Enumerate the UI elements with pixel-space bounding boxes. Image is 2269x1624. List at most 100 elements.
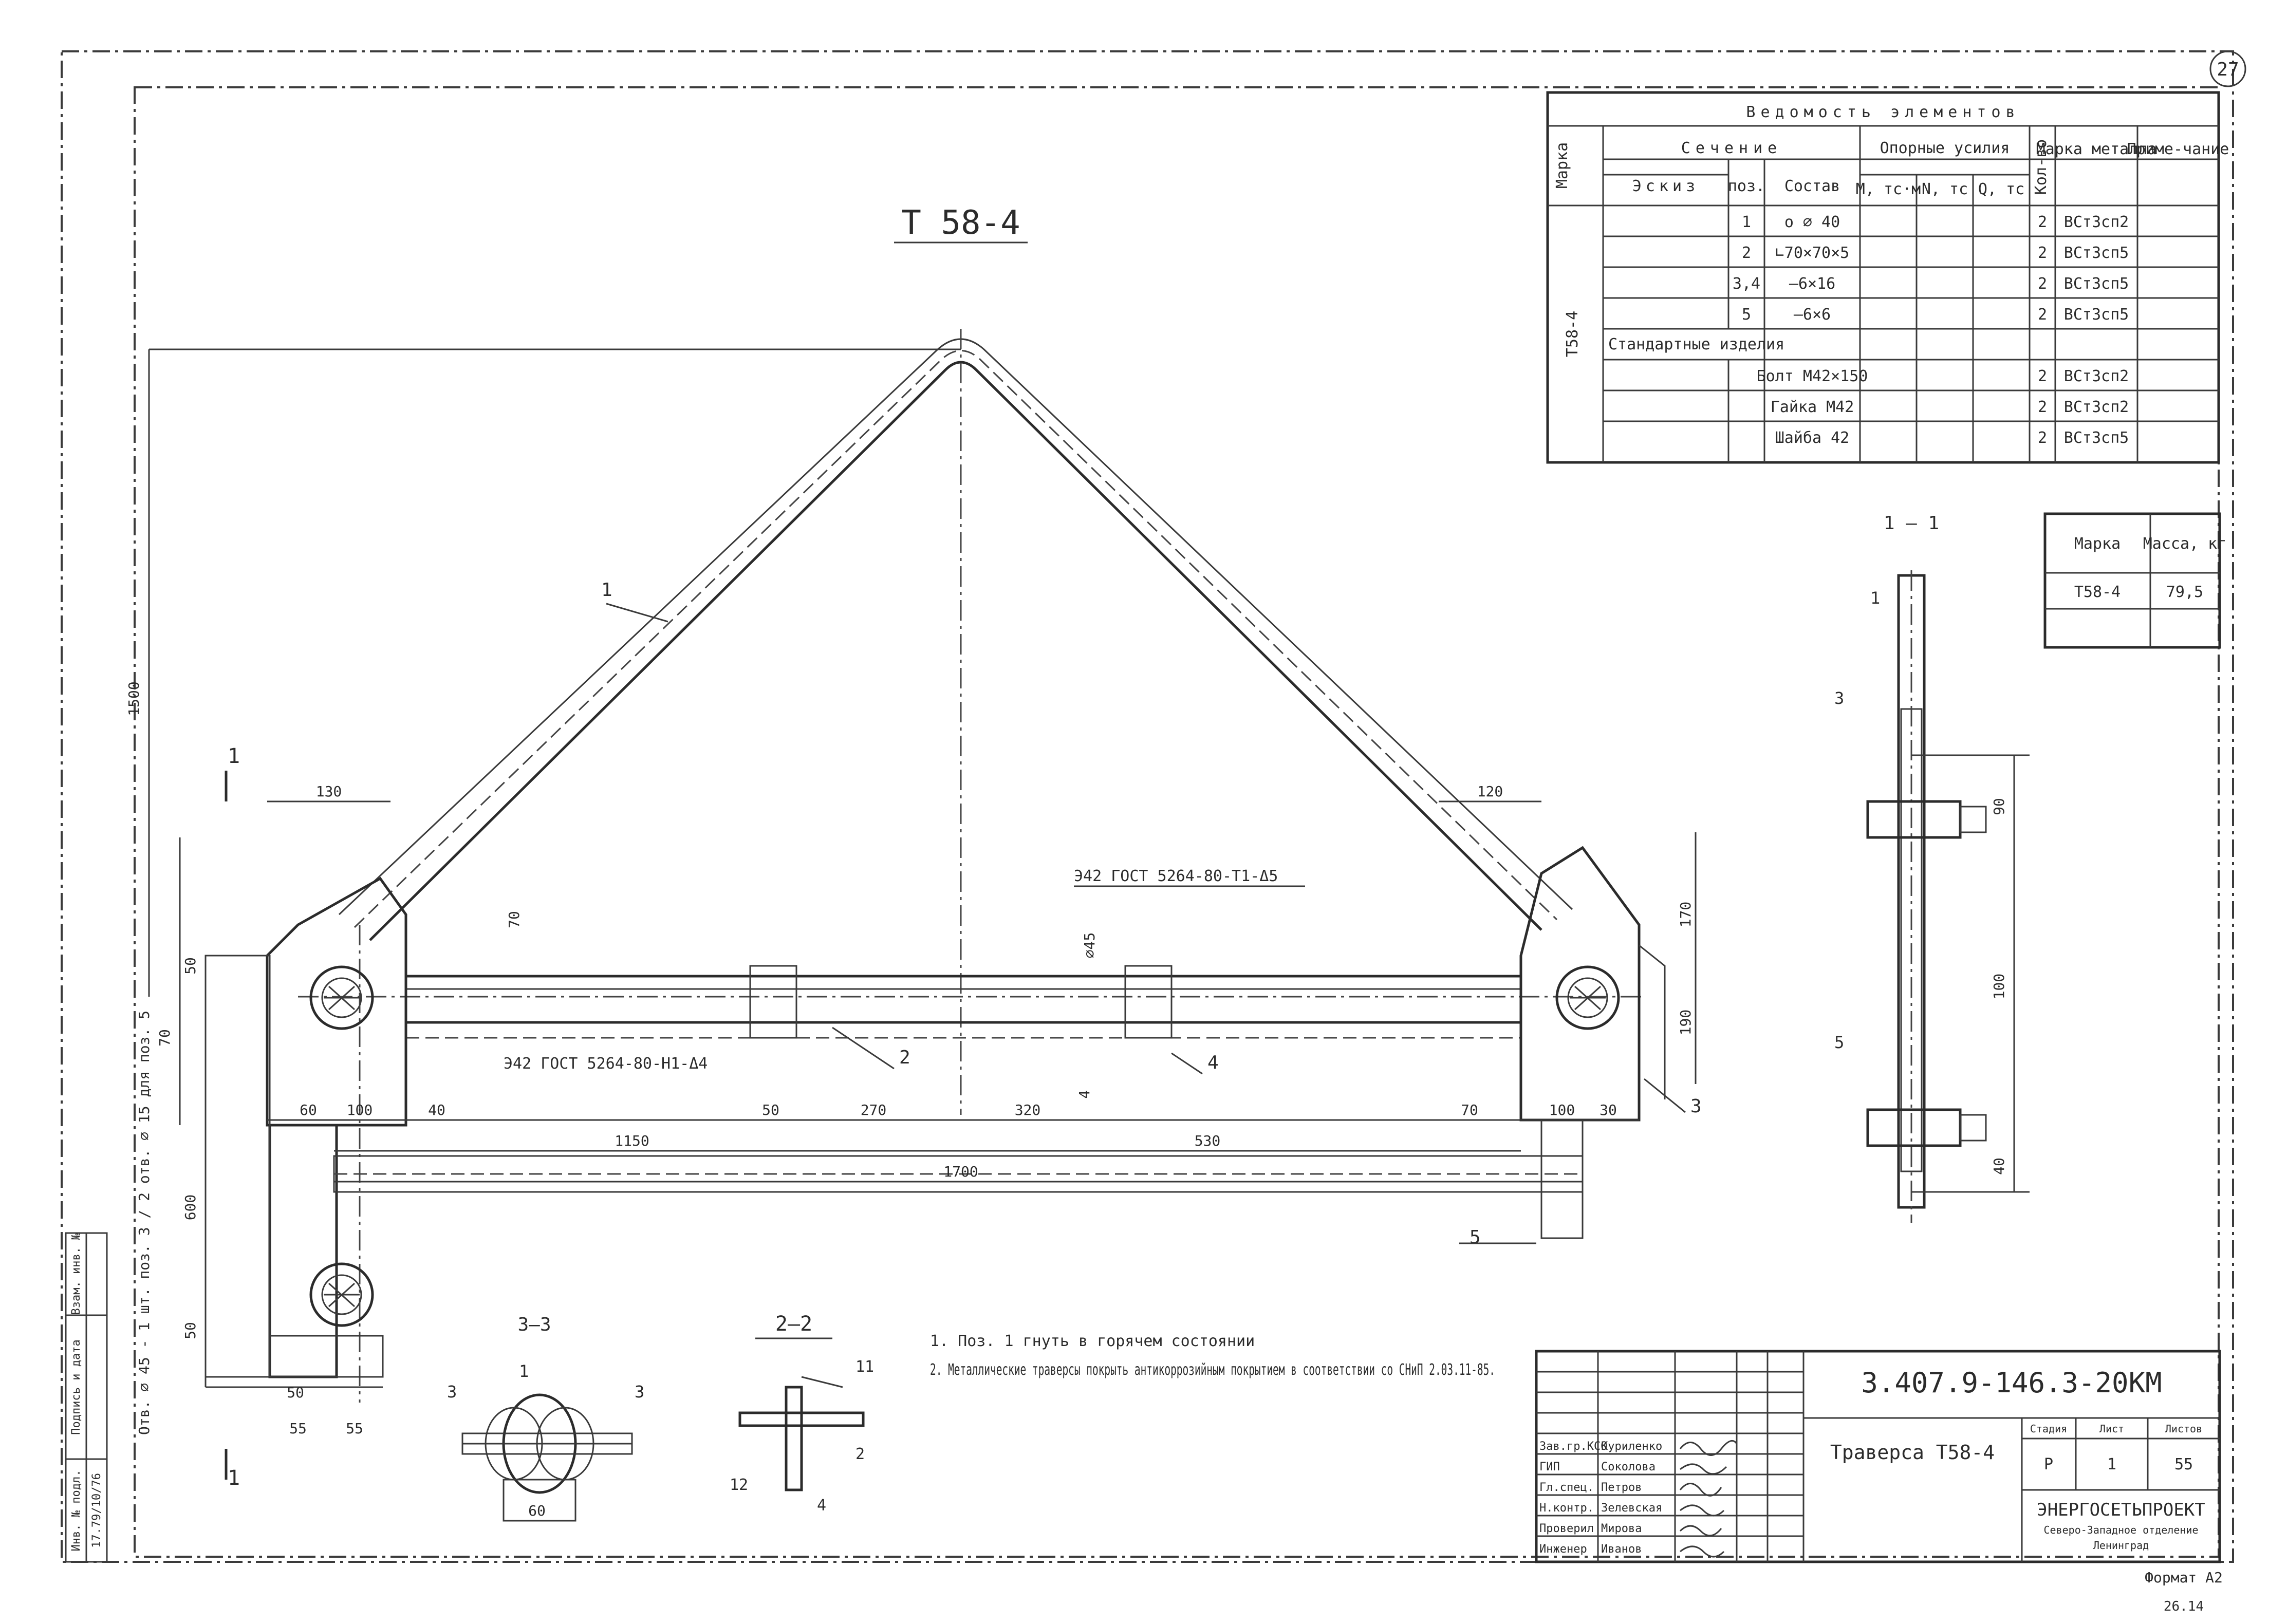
title-block-role-row: Зав.гр.КСО Куриленко [1539,1440,1662,1453]
header-m: М, тс·м [1856,180,1921,198]
dim-label: 130 [316,783,342,800]
svg-text:Соколова: Соколова [1601,1461,1656,1473]
svg-text:2: 2 [2038,429,2047,447]
header-steel: Марка металла [2036,140,2157,158]
svg-text:17.79/10/76: 17.79/10/76 [90,1473,103,1548]
svg-text:2. Металлические траверсы покр: 2. Металлические траверсы покрыть антико… [930,1361,1495,1379]
dim-label: 50 [182,957,199,975]
dim-label: 50 [182,1322,199,1339]
svg-text:Инженер: Инженер [1539,1543,1587,1556]
svg-text:Гайка М42: Гайка М42 [1771,398,1854,416]
svg-text:Р: Р [2044,1455,2053,1473]
schedule-row: 2 ∟70×70×5 2 ВСт3сп5 [1742,244,2129,262]
dim-label: 60 [300,1102,317,1118]
svg-text:Куриленко: Куриленко [1601,1440,1662,1453]
header-pos: поз. [1728,177,1765,195]
svg-text:Болт М42×150: Болт М42×150 [1757,367,1868,385]
section-1-1-view [1866,570,2030,1223]
svg-text:Гл.спец.: Гл.спец. [1539,1481,1594,1494]
header-n: N, тс [1922,180,1968,198]
page-number: 26.14 [2164,1599,2204,1614]
svg-text:1. Поз. 1 гнуть в горячем сост: 1. Поз. 1 гнуть в горячем состоянии [930,1332,1255,1350]
dim-label: 60 [528,1502,546,1519]
dim-label: 70 [1461,1102,1478,1118]
dim-label: 90 [1991,798,2007,815]
mass-table: Марка Масса, кг Т58-4 79,5 [2043,512,2227,649]
sheet-inner-frame [134,86,2220,1558]
callout-1: 1 [519,1361,529,1381]
section-mark-top: 1 [228,744,240,768]
title-block-role-row: Инженер Иванов [1539,1543,1642,1556]
svg-text:Ленинград: Ленинград [2093,1539,2149,1552]
svg-text:Масса, кг: Масса, кг [2143,535,2227,553]
svg-text:ВСт3сп5: ВСт3сп5 [2064,244,2129,262]
svg-text:79,5: 79,5 [2166,583,2203,601]
header-sketch: Эскиз [1632,177,1699,195]
svg-text:ο ⌀ 40: ο ⌀ 40 [1784,213,1840,231]
dim-label: 100 [1549,1102,1575,1118]
dim-label: 55 [289,1420,307,1437]
header-section: Сечение [1681,139,1782,157]
signature-scribble [1679,1440,1738,1558]
svg-text:ВСт3сп2: ВСт3сп2 [2064,213,2129,231]
traverse-main-view [148,329,1697,1403]
main-view-title: Т 58-4 [901,204,1020,242]
schedule-row: 1 ο ⌀ 40 2 ВСт3сп2 [1742,213,2129,231]
section-1-1-title: 1 — 1 [1884,513,1939,534]
dim-label: 100 [1991,974,2007,1000]
svg-text:Взам. инв. №: Взам. инв. № [70,1234,83,1315]
dim-label: 70 [156,1029,173,1047]
title-block-role-row: ГИП Соколова [1539,1461,1656,1473]
schedule-mark-value: Т58-4 [1564,311,1582,357]
title-block-role-row: Проверил Мирова [1539,1522,1642,1535]
svg-text:ЭНЕРГОСЕТЬПРОЕКТ: ЭНЕРГОСЕТЬПРОЕКТ [2037,1500,2205,1520]
svg-text:Подпись и дата: Подпись и дата [70,1339,83,1434]
dim-label: 50 [762,1102,779,1118]
section-3-3-view [461,1393,633,1522]
svg-text:Инв. № подл.: Инв. № подл. [70,1470,83,1552]
svg-text:2: 2 [2038,398,2047,416]
svg-text:1: 1 [1742,213,1751,231]
standard-items-header: Стандартные изделия [1608,335,1784,353]
elements-schedule-table: Ведомость элементов Марка Сечение Эскиз … [1546,91,2229,464]
svg-text:—6×6: —6×6 [1794,306,1831,324]
callout-2: 2 [899,1047,910,1068]
dim-label: 320 [1015,1102,1041,1118]
dim-label: 100 [347,1102,373,1118]
svg-text:ВСт3сп2: ВСт3сп2 [2064,398,2129,416]
header-count: Кол-во [2032,139,2050,195]
callout-4: 4 [817,1497,826,1515]
svg-text:—6×16: —6×16 [1789,275,1835,293]
dim-label: 190 [1677,1010,1694,1036]
svg-text:2: 2 [2038,306,2047,324]
dim-label: 600 [182,1194,199,1221]
svg-text:1: 1 [2107,1455,2116,1473]
callout-12: 12 [730,1476,748,1494]
svg-text:27: 27 [2217,59,2239,80]
title-block-role-row: Гл.спец. Петров [1539,1481,1642,1494]
dim-label: 530 [1195,1132,1221,1149]
svg-text:Шайба 42: Шайба 42 [1775,429,1850,447]
svg-text:Листов: Листов [2165,1423,2202,1435]
svg-text:Иванов: Иванов [1601,1543,1642,1556]
callout-5: 5 [1470,1227,1481,1248]
svg-text:Марка: Марка [2074,535,2121,553]
svg-text:3,4: 3,4 [1733,275,1760,293]
svg-text:Стадия: Стадия [2030,1423,2067,1435]
svg-text:2: 2 [2038,213,2047,231]
svg-text:Т58-4: Т58-4 [2074,583,2121,601]
dim-label: 1500 [125,681,142,716]
dim-label: 40 [428,1102,445,1118]
svg-text:ВСт3сп5: ВСт3сп5 [2064,429,2129,447]
header-loads: Опорные усилия [1880,139,2010,157]
dim-label: 120 [1477,783,1503,800]
callout-4: 4 [1207,1052,1219,1073]
header-mark: Марка [1553,142,1571,189]
svg-text:2: 2 [2038,367,2047,385]
schedule-row: 5 —6×6 2 ВСт3сп5 [1742,306,2129,324]
side-stamp: Взам. инв. № Подпись и дата Инв. № подл.… [65,1232,108,1563]
dim-label: 55 [346,1420,363,1437]
schedule-title: Ведомость элементов [1746,103,2020,121]
svg-text:ВСт3сп5: ВСт3сп5 [2064,275,2129,293]
drawing-name: Траверса Т58-4 [1830,1441,1995,1464]
